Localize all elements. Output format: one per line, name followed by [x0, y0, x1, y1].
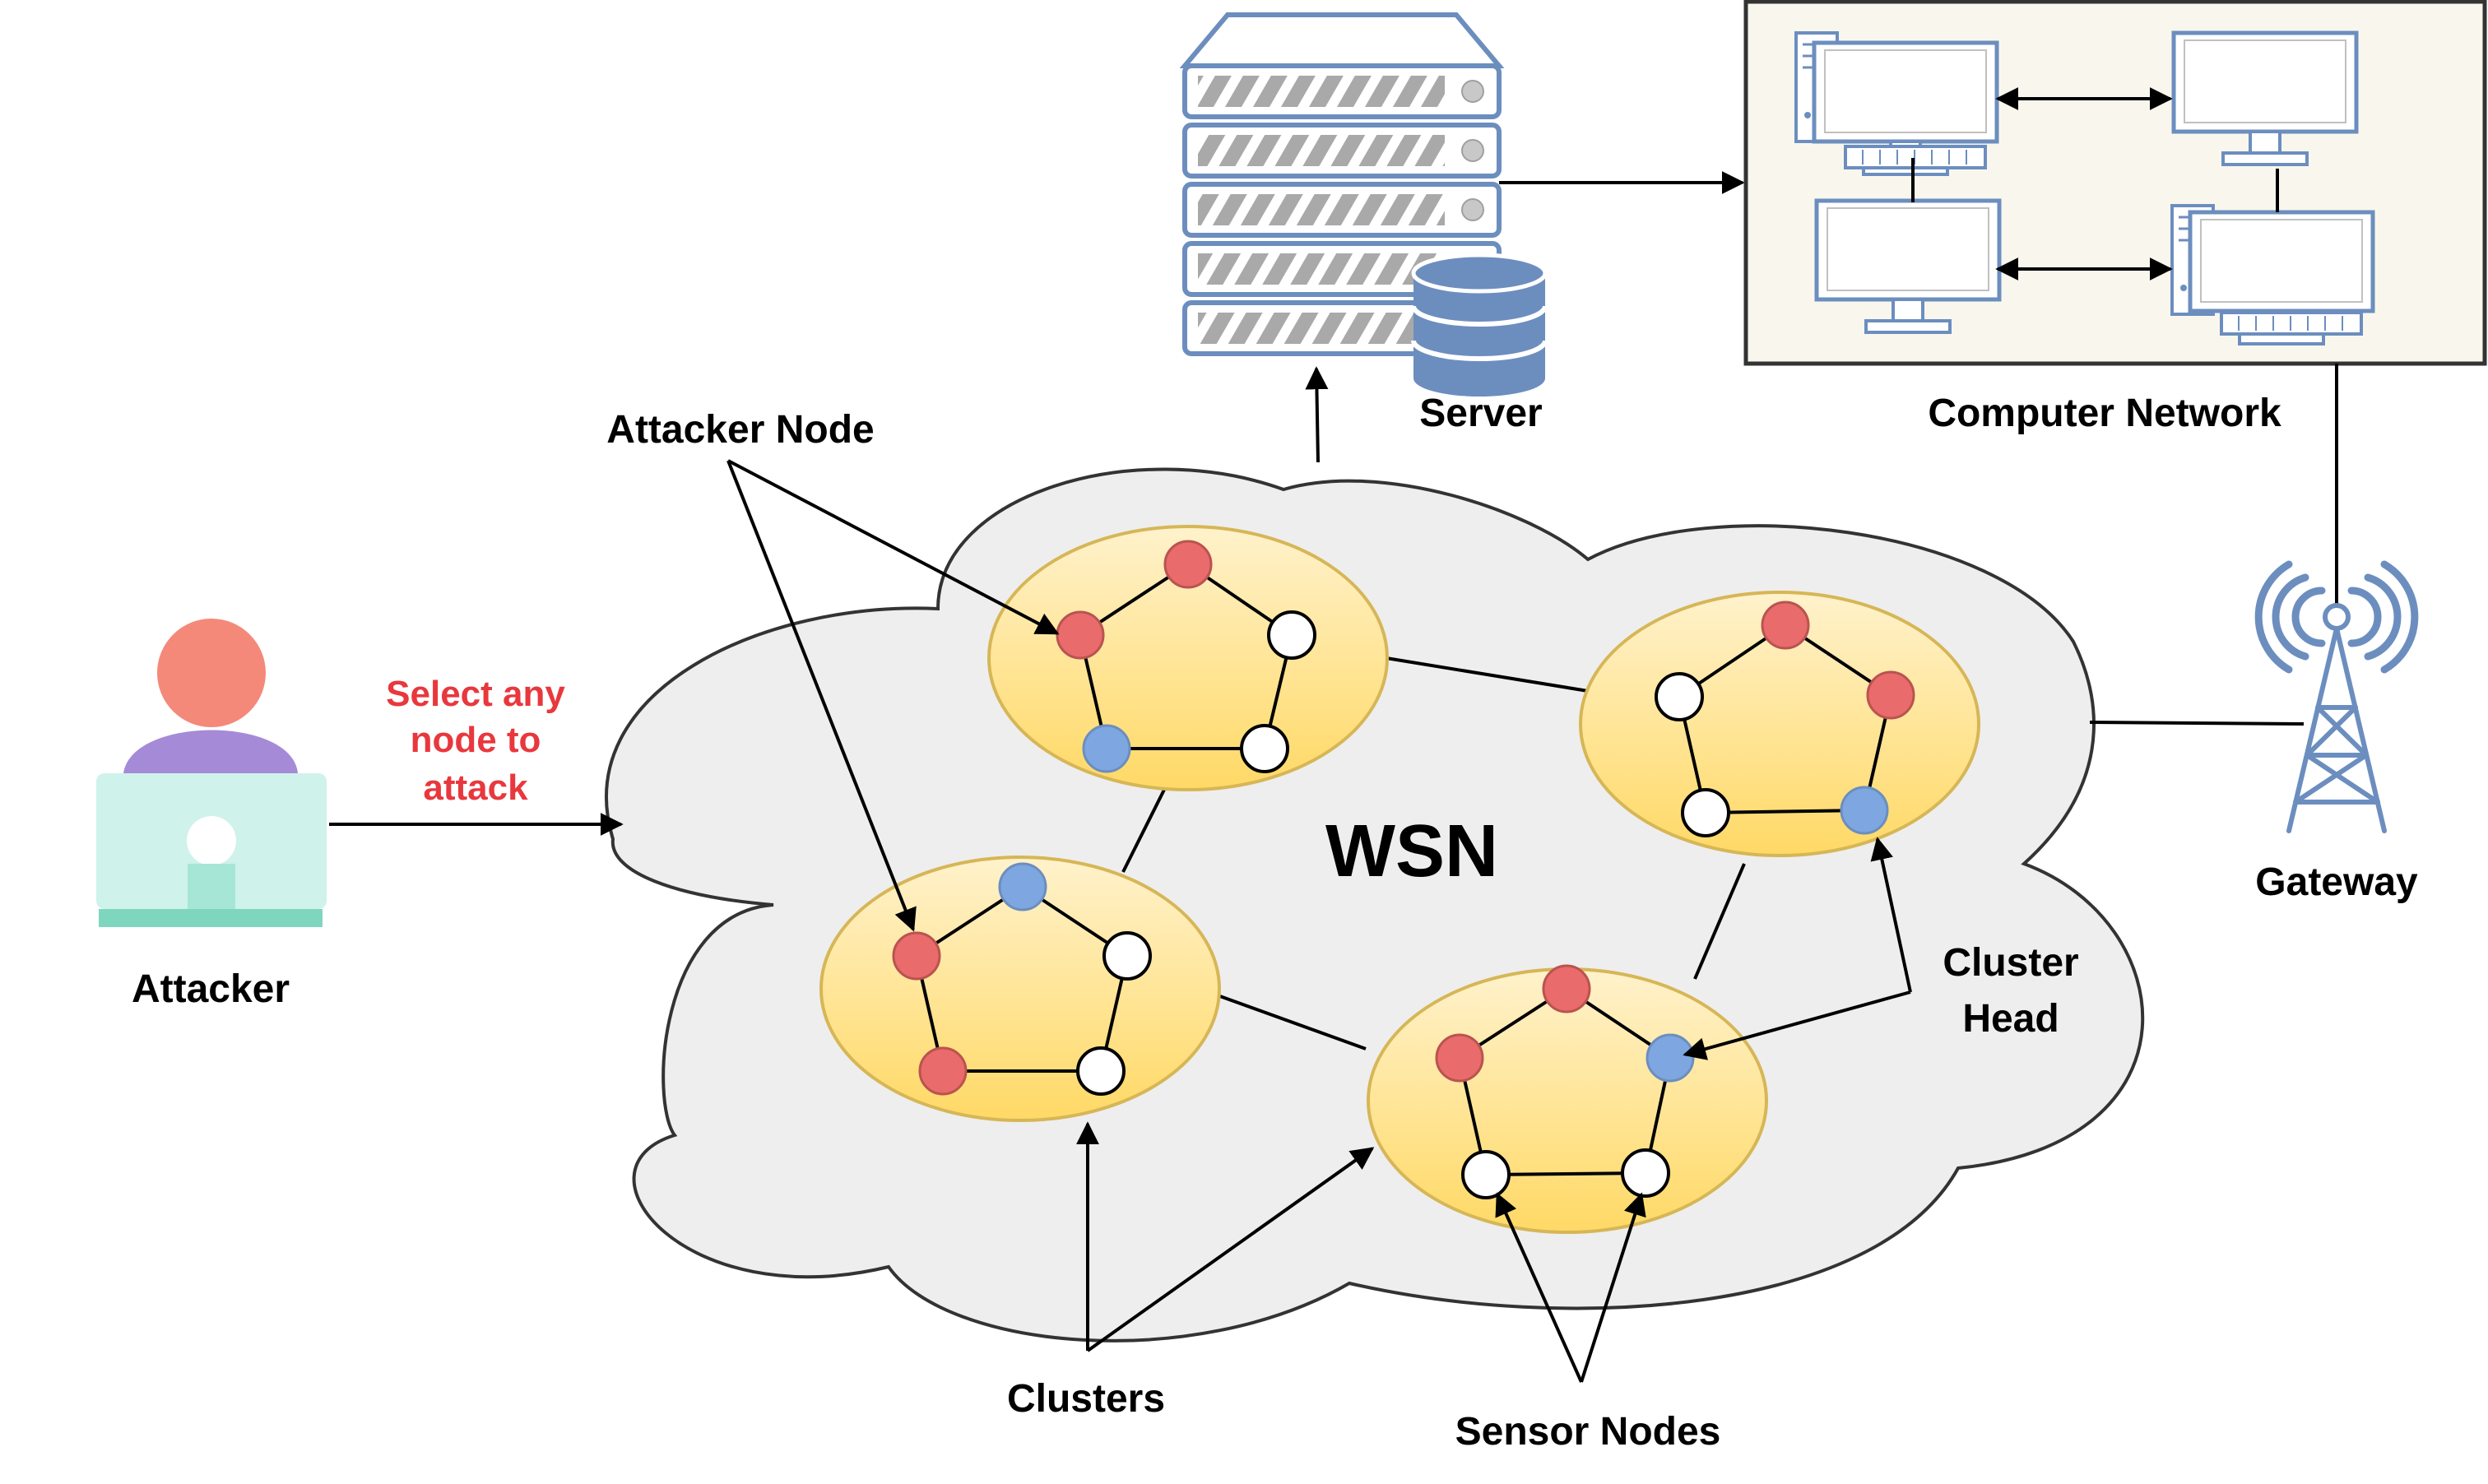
- server-unit: [1182, 182, 1502, 238]
- sensor-node[interactable]: [1461, 1150, 1511, 1199]
- laptop-icon: [96, 773, 327, 927]
- cluster-bottom: [1367, 964, 1768, 1234]
- attacker-node[interactable]: [1761, 601, 1810, 650]
- cluster-head-node[interactable]: [1082, 724, 1131, 773]
- cluster-head-label-line2: Head: [1962, 997, 2059, 1041]
- cluster-left: [819, 856, 1221, 1122]
- clusters-arrow-bottom: [1086, 1147, 1375, 1352]
- select-node-line2: node to: [411, 720, 541, 760]
- wsn-label: WSN: [1325, 810, 1498, 893]
- sensor-node[interactable]: [1267, 610, 1316, 660]
- desktop-computer-icon: [2188, 210, 2375, 345]
- attacker-node[interactable]: [892, 931, 941, 981]
- computer-network-label: Computer Network: [1928, 392, 2281, 435]
- attacker-label: Attacker: [132, 967, 290, 1011]
- sensor-node[interactable]: [1102, 931, 1152, 981]
- server-unit: [1182, 63, 1502, 119]
- server-label: Server: [1419, 392, 1542, 435]
- sensor-nodes-arrow-left: [1495, 1192, 1583, 1383]
- sensor-nodes-label: Sensor Nodes: [1455, 1410, 1721, 1454]
- desktop-computer-icon: [2171, 30, 2359, 166]
- attacker-node[interactable]: [1056, 610, 1105, 660]
- select-node-line1: Select any: [386, 674, 565, 714]
- sensor-node[interactable]: [1076, 1046, 1126, 1096]
- desktop-computer-icon: [1814, 198, 2002, 334]
- sensor-node[interactable]: [1681, 788, 1730, 837]
- sensor-node[interactable]: [1621, 1148, 1670, 1198]
- attacker-node[interactable]: [1542, 964, 1591, 1013]
- computer-links: [1911, 87, 2279, 281]
- select-node-line3: attack: [423, 768, 528, 808]
- cluster-links: [1121, 656, 1746, 1050]
- cluster-ellipse: [987, 525, 1389, 791]
- antenna-tower-icon: [2254, 560, 2419, 833]
- cluster-right: [1579, 591, 1980, 857]
- cluster-head-label-line1: Cluster: [1943, 941, 2078, 985]
- cluster-head-node[interactable]: [998, 862, 1047, 911]
- gateway-label: Gateway: [2255, 860, 2418, 904]
- cluster-ellipse: [1579, 591, 1980, 857]
- sensor-node[interactable]: [1655, 672, 1704, 721]
- keyboard-icon: [2220, 311, 2363, 336]
- attacker-node-label: Attacker Node: [606, 408, 874, 452]
- wsn-to-gateway-line: [2089, 721, 2305, 726]
- cluster-head-arrow-right: [1870, 837, 1912, 993]
- keyboard-icon: [1844, 145, 1987, 169]
- computer-group: [1794, 30, 2375, 345]
- cluster-head-node[interactable]: [1840, 786, 1889, 835]
- attacker-node[interactable]: [918, 1046, 968, 1096]
- attacker-node-arrow-top: [727, 459, 1060, 635]
- attacker-person-icon: [96, 619, 327, 927]
- cluster-group: [819, 525, 1980, 1234]
- attacker-node[interactable]: [1163, 540, 1213, 589]
- desktop-computer-icon: [1812, 40, 1999, 176]
- cluster-ellipse: [819, 856, 1221, 1122]
- attacker-node[interactable]: [1435, 1033, 1484, 1083]
- server-unit: [1182, 123, 1502, 179]
- database-icon: [1411, 253, 1548, 397]
- sensor-node[interactable]: [1240, 724, 1289, 773]
- wsn-to-server-arrow: [1305, 366, 1329, 463]
- cluster-head-arrow-bottom: [1683, 990, 1911, 1060]
- attacker-node-arrow-left: [726, 460, 917, 932]
- wsn-cloud: [605, 467, 2145, 1343]
- cluster-head-node[interactable]: [1646, 1033, 1695, 1083]
- attacker-node[interactable]: [1866, 670, 1915, 720]
- cluster-top: [987, 525, 1389, 791]
- clusters-label: Clusters: [1007, 1377, 1165, 1421]
- sensor-nodes-arrow-right: [1580, 1192, 1646, 1383]
